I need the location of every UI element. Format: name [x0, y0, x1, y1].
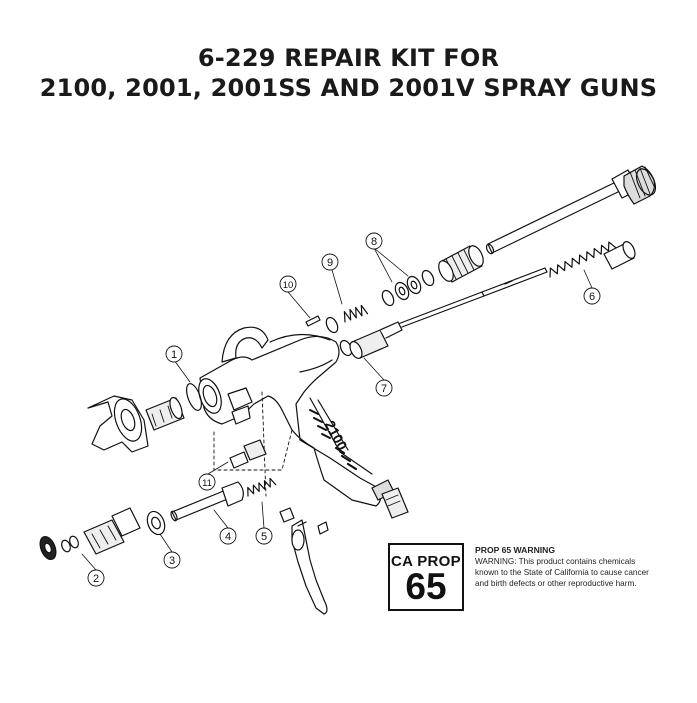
- callout-3: [163, 551, 181, 569]
- callout-10: [279, 275, 297, 293]
- part-6-needle-spring: [549, 241, 636, 278]
- part-2-valve-assembly: [39, 507, 141, 561]
- callout-8: [365, 232, 383, 250]
- prop-65-number: 65: [405, 566, 447, 607]
- callout-11-label: 11: [202, 478, 212, 489]
- fluid-nozzle: [145, 396, 185, 431]
- fluid-needle-rod: [485, 180, 623, 255]
- adjustment-knob: [611, 165, 657, 205]
- callout-9-label: 9: [327, 257, 333, 269]
- part-11-valve: [229, 439, 267, 469]
- air-cap: [87, 395, 149, 453]
- packing-nut: [438, 245, 484, 283]
- part-3-washer: [146, 510, 166, 536]
- prop-65-warning-text: WARNING: This product contains chemicals…: [475, 557, 649, 588]
- title-line-2: 2100, 2001, 2001SS AND 2001V SPRAY GUNS: [39, 74, 658, 102]
- callout-11: [198, 473, 216, 491]
- trigger: [279, 507, 329, 615]
- callout-7-label: 7: [381, 383, 387, 395]
- thin-needle: [397, 267, 548, 328]
- air-inlet-fitting: [371, 479, 409, 519]
- spray-gun-body: [198, 326, 382, 507]
- callout-5: [255, 527, 273, 545]
- callout-10-label: 10: [283, 280, 294, 291]
- callout-2-label: 2: [93, 573, 99, 585]
- title-line-1: 6-229 REPAIR KIT FOR: [197, 44, 500, 72]
- callout-1: [165, 345, 183, 363]
- prop-65-warning-title: PROP 65 WARNING: [475, 545, 556, 555]
- callout-6: [583, 287, 601, 305]
- part-9-spring: [325, 304, 369, 334]
- callout-2: [87, 569, 105, 587]
- prop-65-warning: PROP 65 WARNING WARNING: This product co…: [475, 545, 655, 589]
- callout-4-label: 4: [225, 531, 231, 543]
- ca-prop-65-box: CA PROP 65: [388, 543, 464, 611]
- part-7-packing-cartridge: [339, 321, 403, 359]
- dashed-guide-1: [261, 391, 267, 497]
- callout-4: [219, 527, 237, 545]
- callout-3-label: 3: [169, 555, 175, 567]
- callout-6-label: 6: [589, 291, 595, 303]
- part-1-ring: [186, 383, 202, 411]
- callout-8-label: 8: [371, 236, 377, 248]
- part-8-packings: [381, 269, 435, 307]
- part-10-pin: [305, 315, 321, 327]
- callout-7: [375, 379, 393, 397]
- ca-prop-label: CA PROP: [391, 553, 461, 570]
- dashed-guide-2: [213, 429, 293, 471]
- callout-1-label: 1: [171, 349, 177, 361]
- part-5-spring: [247, 477, 277, 497]
- callout-9: [321, 253, 339, 271]
- callout-5-label: 5: [261, 531, 267, 543]
- part-4-valve-stem: [170, 481, 244, 522]
